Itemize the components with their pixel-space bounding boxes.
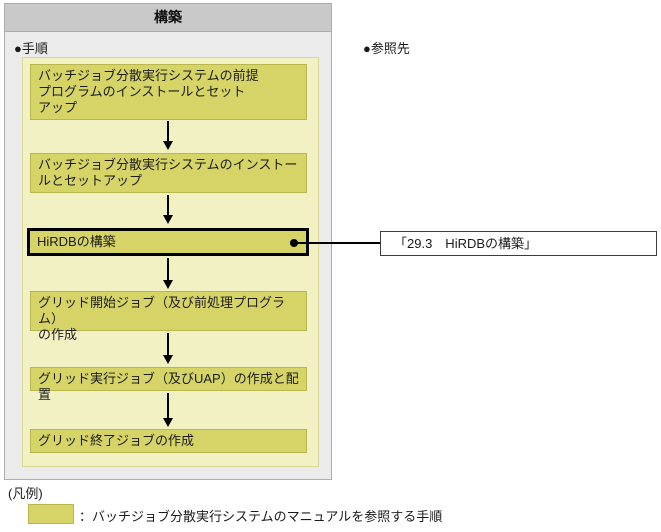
legend-swatch (28, 504, 74, 524)
flow-step-grid-start-job: グリッド開始ジョブ（及び前処理プログラム） の作成 (30, 291, 307, 342)
flow-step-prerequisite-install: バッチジョブ分散実行システムの前提 プログラムのインストールとセット アップ (30, 64, 307, 120)
panel-title: 構築 (5, 4, 331, 32)
down-arrow-icon (161, 393, 175, 427)
flow-steps-container (22, 57, 319, 467)
flow-step-grid-exec-job: グリッド実行ジョブ（及びUAP）の作成と配置 (30, 367, 307, 402)
reference-label: ●参照先 (363, 41, 410, 56)
reference-box: 「29.3 HiRDBの構築」 (380, 231, 657, 256)
down-arrow-icon (161, 121, 175, 150)
down-arrow-icon (161, 333, 175, 364)
down-arrow-icon (161, 258, 175, 289)
legend-text: ：バッチジョブ分散実行システムのマニュアルを参照する手順 (79, 509, 443, 524)
down-arrow-icon (161, 195, 175, 224)
connector-line (297, 242, 380, 244)
flow-step-hirdb-construction: HiRDBの構築 (27, 228, 309, 256)
flow-step-grid-end-job: グリッド終了ジョブの作成 (30, 429, 307, 453)
flow-step-system-install: バッチジョブ分散実行システムのインストー ルとセットアップ (30, 153, 307, 193)
connector-bullet-icon (290, 239, 298, 247)
procedure-label: ●手順 (14, 41, 48, 56)
legend-title: (凡例) (8, 486, 43, 501)
